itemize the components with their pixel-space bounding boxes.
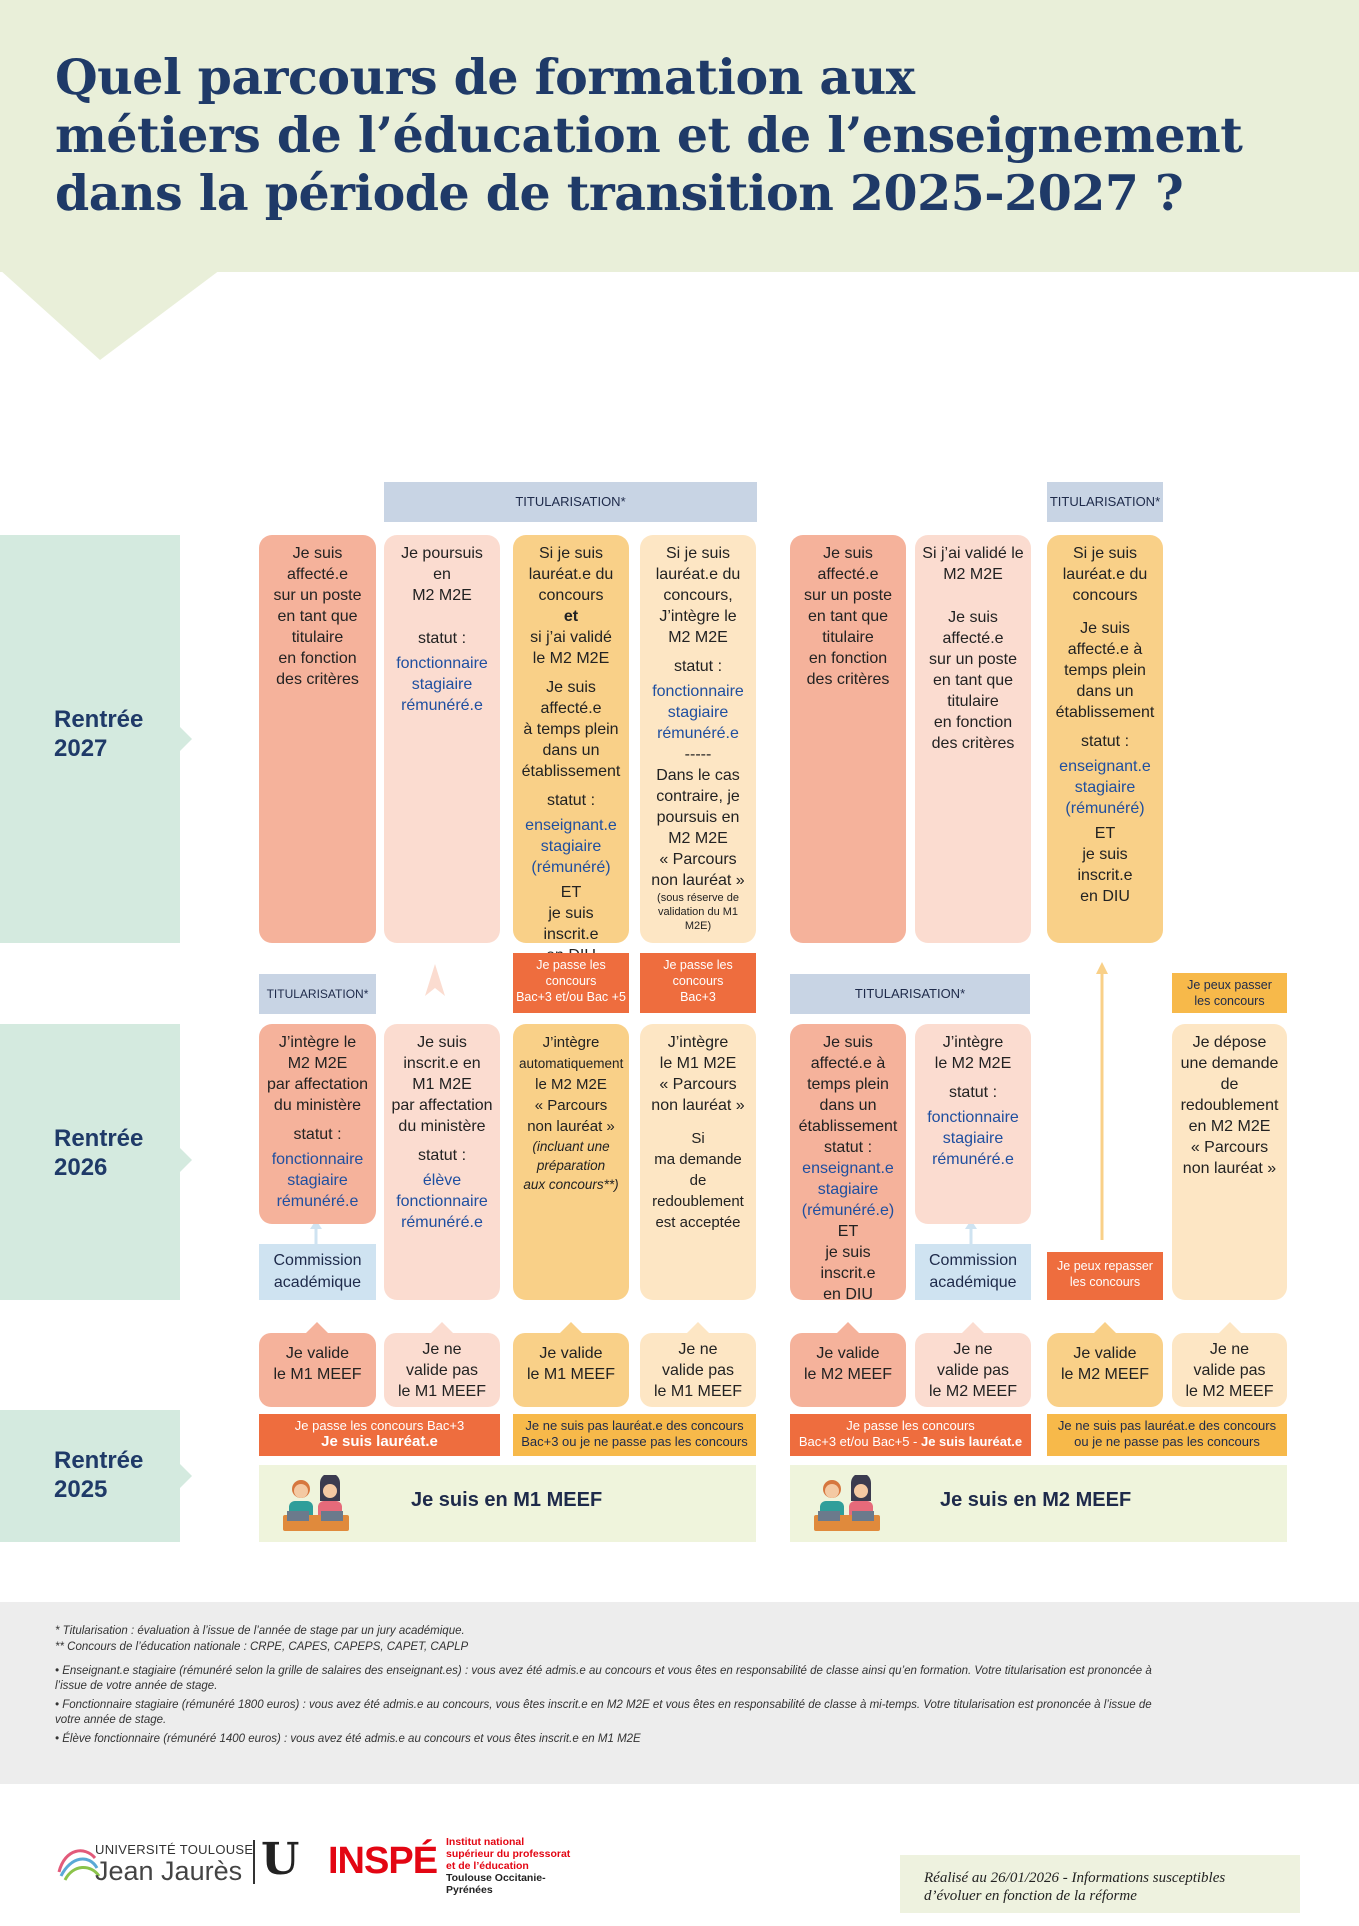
card-m1-meef: Je suis en M1 MEEF	[259, 1465, 756, 1542]
arrow-up-pink	[425, 964, 445, 996]
arrow-up-orange-long	[1096, 962, 1108, 1240]
footnote-concours: ** Concours de l’éducation nationale : C…	[55, 1641, 469, 1653]
card-m2-meef: Je suis en M2 MEEF	[790, 1465, 1287, 1542]
titularisation-bar-mid-left: TITULARISATION*	[259, 974, 376, 1014]
titularisation-bar-top-right: TITULARISATION*	[1047, 482, 1163, 522]
ut2j-swirl-icon	[57, 1849, 101, 1881]
titularisation-bar-mid-right: TITULARISATION*	[790, 974, 1030, 1014]
header-speech-tail	[0, 270, 220, 360]
title-line-2: métiers de l’éducation et de l’enseignem…	[55, 106, 1243, 164]
footnote-eleve-fonctionnaire: • Élève fonctionnaire (rémunéré 1400 eur…	[55, 1733, 641, 1745]
title-line-1: Quel parcours de formation aux	[55, 48, 915, 106]
arrow-up-commission-right	[965, 1220, 977, 1244]
footnotes-panel: * Titularisation : évaluation à l’issue …	[0, 1602, 1359, 1784]
arrow-up-commission-left	[310, 1220, 322, 1244]
logo-ut2j: UNIVERSITÉ TOULOUSE Jean Jaurès U	[55, 1834, 303, 1888]
footnote-enseignant-stagiaire: • Enseignant.e stagiaire (rémunéré selon…	[55, 1665, 1152, 1692]
title-line-3: dans la période de transition 2025-2027 …	[55, 164, 1184, 222]
page-title: Quel parcours de formation aux métiers d…	[55, 48, 1305, 222]
m1-meef-label: Je suis en M1 MEEF	[411, 1489, 603, 1511]
header-background	[0, 0, 1359, 272]
realise-note: Réalisé au 26/01/2026 - Informations sus…	[900, 1855, 1300, 1913]
students-icon	[283, 1475, 349, 1531]
footnote-titularisation: * Titularisation : évaluation à l’issue …	[55, 1625, 465, 1637]
titularisation-bar-top-left: TITULARISATION*	[384, 482, 757, 522]
ut-mark: U	[261, 1834, 300, 1885]
students-icon	[814, 1475, 880, 1531]
m2-meef-label: Je suis en M2 MEEF	[940, 1489, 1132, 1511]
footnote-fonctionnaire-stagiaire: • Fonctionnaire stagiaire (rémunéré 1800…	[55, 1699, 1152, 1726]
